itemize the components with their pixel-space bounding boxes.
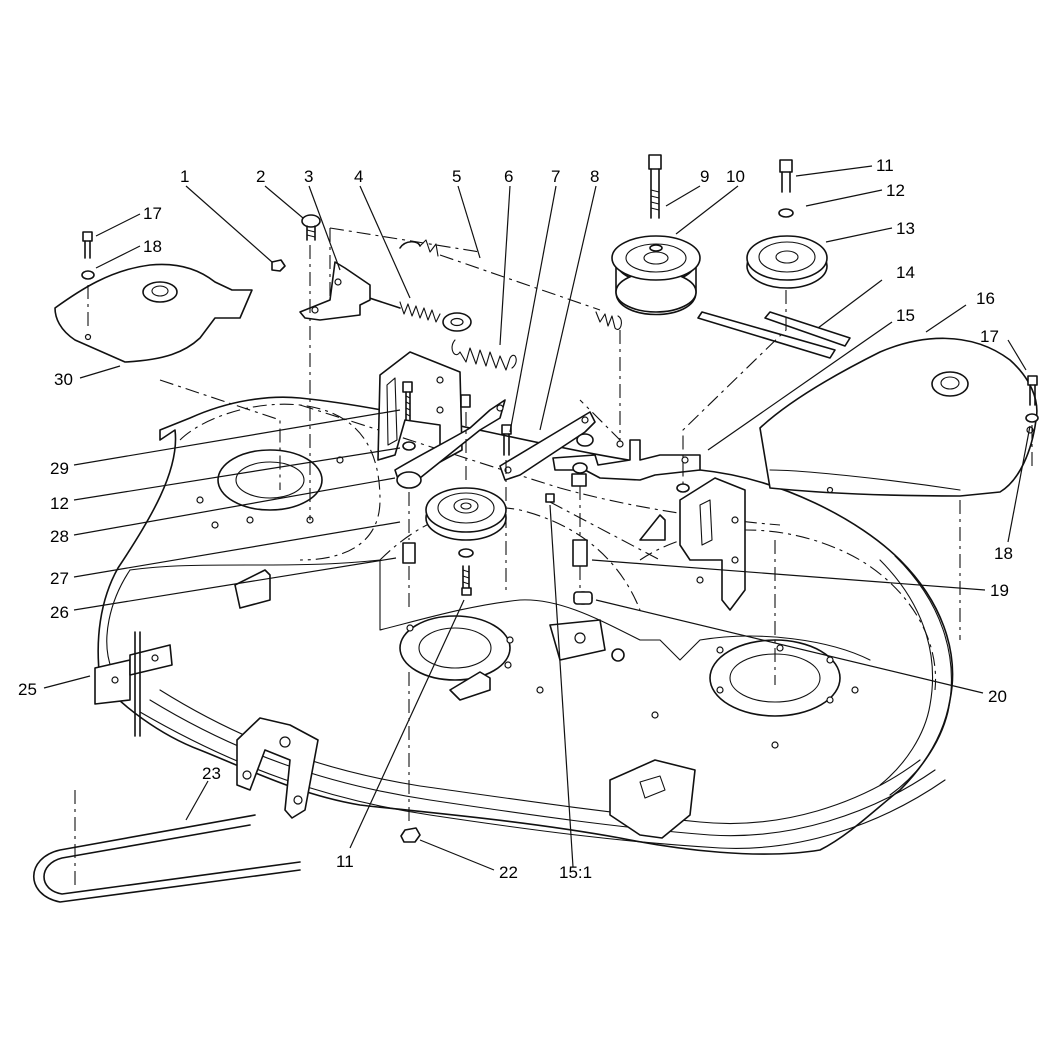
callout-11-bottom: 11 — [336, 852, 354, 871]
spring-4 — [344, 289, 472, 332]
callout-14: 14 — [896, 263, 915, 282]
callout-labels: 1 2 3 4 5 6 7 8 9 10 11 12 13 14 15 16 1… — [18, 156, 1013, 882]
callout-18-right: 18 — [994, 544, 1013, 563]
callout-22: 22 — [499, 863, 518, 882]
callout-3: 3 — [304, 167, 313, 186]
bolt-11a — [779, 159, 793, 193]
callout-27: 27 — [50, 569, 69, 588]
callout-12-top: 12 — [886, 181, 905, 200]
bolt-29 — [402, 381, 413, 421]
callout-10: 10 — [726, 167, 745, 186]
callout-28: 28 — [50, 527, 69, 546]
callout-20: 20 — [988, 687, 1007, 706]
callout-6: 6 — [504, 167, 513, 186]
pulley-10 — [611, 235, 701, 316]
callout-19: 19 — [990, 581, 1009, 600]
nut-1 — [271, 259, 286, 272]
nut-15 — [676, 483, 690, 493]
nut-15-1 — [545, 493, 555, 503]
spacer-26 — [402, 542, 416, 564]
front-left-hanger-bracket — [236, 717, 319, 819]
bolt-9 — [648, 154, 662, 219]
front-center-bracket — [609, 759, 696, 839]
deck-bolt-holes — [196, 456, 859, 749]
callout-9: 9 — [700, 167, 709, 186]
rear-right-hanger-bracket — [679, 477, 746, 611]
callout-30: 30 — [54, 370, 73, 389]
callout-26: 26 — [50, 603, 69, 622]
left-front-hitch — [94, 631, 173, 737]
idler-arm-left — [377, 351, 506, 489]
belt-cover-left — [54, 263, 253, 363]
callout-17-right: 17 — [980, 327, 999, 346]
callout-2: 2 — [256, 167, 265, 186]
bolt-17b — [1027, 375, 1038, 406]
drive-belt — [33, 814, 301, 903]
leader-lines — [43, 165, 1031, 871]
callout-5: 5 — [452, 167, 461, 186]
callout-1: 1 — [180, 167, 189, 186]
washer-18b — [1025, 413, 1039, 423]
spring-5 — [399, 239, 622, 330]
callout-12-left: 12 — [50, 494, 69, 513]
callout-25: 25 — [18, 680, 37, 699]
callout-13: 13 — [896, 219, 915, 238]
idler-pulley-center — [425, 487, 507, 541]
bushing-20-body — [573, 591, 593, 605]
callout-15-1: 15:1 — [559, 863, 592, 882]
belt-cover-right — [759, 337, 1038, 497]
callout-15: 15 — [896, 306, 915, 325]
nut-22 — [400, 827, 421, 843]
rod-14 — [697, 311, 851, 359]
pulley-13 — [746, 235, 828, 289]
washer-18a — [81, 270, 95, 280]
callout-8: 8 — [590, 167, 599, 186]
spacer-19 — [572, 539, 588, 567]
washer-12b — [402, 441, 416, 451]
bolt-11b — [461, 565, 472, 596]
callout-11-top: 11 — [876, 156, 894, 175]
bolt-head-center — [460, 394, 471, 408]
callout-18-left: 18 — [143, 237, 162, 256]
callout-29: 29 — [50, 459, 69, 478]
washer-12a — [778, 208, 794, 218]
spring-6 — [451, 339, 517, 371]
washer-center — [458, 548, 474, 558]
callout-23: 23 — [202, 764, 221, 783]
carriage-bolt-2 — [301, 214, 321, 241]
callout-7: 7 — [551, 167, 560, 186]
callout-17-left: 17 — [143, 204, 162, 223]
idler-arm-right — [499, 411, 701, 487]
bolt-17a — [82, 231, 93, 259]
bracket-3 — [299, 261, 371, 321]
callout-4: 4 — [354, 167, 363, 186]
callout-16: 16 — [976, 289, 995, 308]
